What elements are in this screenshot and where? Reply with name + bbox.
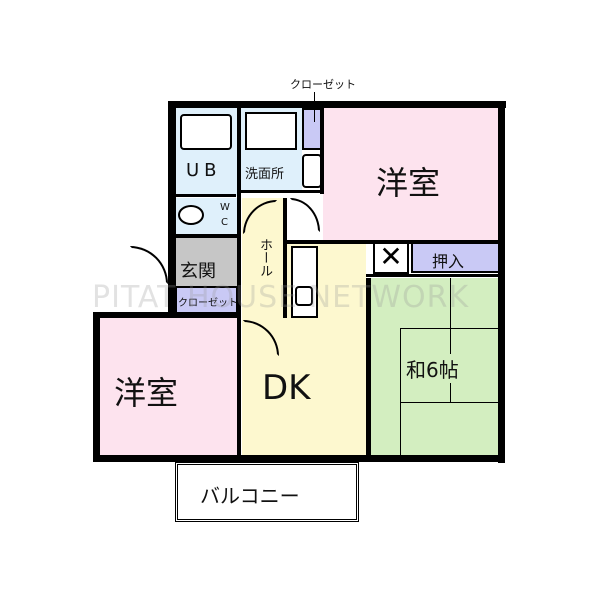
japanese-room-label: 和6帖 — [404, 354, 461, 383]
room-door-icon — [290, 198, 320, 232]
closet-entrance-label: クローゼット — [178, 298, 238, 309]
hall-label: ホール — [257, 238, 272, 277]
watermark: PITAT HOUSE NETWORK — [92, 280, 470, 315]
balcony-label: バルコニー — [200, 484, 300, 508]
oshiire-label: 押入 — [432, 252, 465, 271]
sink-icon — [295, 286, 313, 306]
washing-machine-icon — [245, 112, 297, 150]
closet-top-label: クローゼット — [290, 78, 356, 91]
dk-label: DK — [262, 368, 311, 408]
wc-label-w: W — [220, 202, 230, 213]
washbasin-icon — [302, 154, 322, 188]
tatami-lines — [450, 278, 451, 402]
pipe-space-icon: ✕ — [373, 242, 409, 274]
bathtub-icon — [180, 114, 232, 150]
tatami-lines — [400, 402, 500, 403]
entrance-label: 玄関 — [180, 261, 216, 282]
washroom-label: 洗面所 — [245, 167, 285, 182]
western-room-2 — [99, 318, 238, 456]
entrance — [176, 238, 238, 286]
kitchen-counter — [291, 246, 318, 318]
western-room-2-label: 洋室 — [114, 374, 179, 412]
wc-label-c: C — [221, 217, 228, 228]
entrance-door-icon — [130, 246, 168, 284]
toilet-icon — [178, 205, 204, 225]
balcony — [175, 462, 359, 522]
western-room-1-label: 洋室 — [376, 164, 441, 202]
unit-bath-label: UB — [186, 160, 222, 181]
western-room-1 — [323, 108, 500, 242]
